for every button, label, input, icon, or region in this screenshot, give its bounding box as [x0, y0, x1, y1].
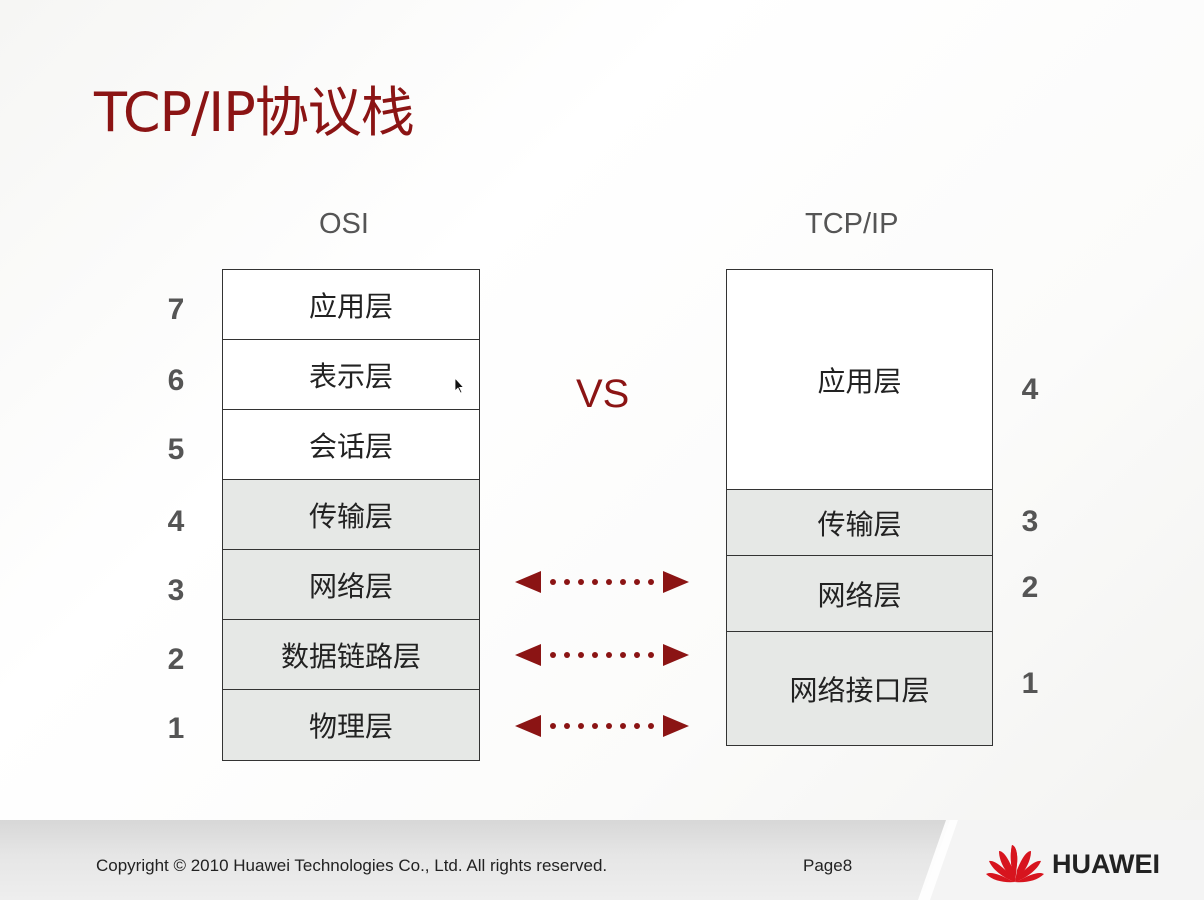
osi-header: OSI: [319, 208, 369, 240]
osi-layer-1: 物理层: [223, 690, 479, 760]
osi-num-1: 1: [167, 712, 185, 745]
osi-layer-5: 会话层: [223, 410, 479, 480]
footer-slant-decoration: [918, 820, 1204, 900]
osi-layer-6: 表示层: [223, 340, 479, 410]
osi-layer-7: 应用层: [223, 270, 479, 340]
osi-num-7: 7: [167, 293, 185, 326]
arrow-datalink-icon: [515, 644, 689, 666]
tcpip-num-2: 2: [1021, 571, 1039, 604]
osi-layer-4: 传输层: [223, 480, 479, 550]
huawei-logo-icon: [986, 845, 1044, 883]
tcpip-num-3: 3: [1021, 505, 1039, 538]
osi-num-4: 4: [167, 505, 185, 538]
osi-num-2: 2: [167, 643, 185, 676]
slide-background: [0, 0, 1204, 820]
arrow-network-icon: [515, 571, 689, 593]
osi-num-3: 3: [167, 574, 185, 607]
page-number: Page8: [803, 856, 853, 875]
osi-num-5: 5: [167, 433, 185, 466]
tcpip-layer-2: 网络层: [727, 556, 992, 632]
tcpip-num-1: 1: [1021, 667, 1039, 700]
osi-layer-2: 数据链路层: [223, 620, 479, 690]
tcpip-num-4: 4: [1021, 373, 1039, 406]
huawei-logo-text: HUAWEI: [1052, 849, 1160, 879]
osi-layer-3: 网络层: [223, 550, 479, 620]
osi-stack: 应用层 表示层 会话层 传输层 网络层 数据链路层 物理层: [222, 269, 480, 761]
tcpip-layer-1: 网络接口层: [727, 632, 992, 745]
arrow-physical-icon: [515, 715, 689, 737]
vs-label: VS: [576, 372, 630, 416]
osi-num-6: 6: [167, 364, 185, 397]
tcpip-header: TCP/IP: [805, 208, 899, 240]
copyright-text: Copyright © 2010 Huawei Technologies Co.…: [96, 856, 608, 875]
slide-title: TCP/IP协议栈: [94, 81, 415, 144]
tcpip-layer-3: 传输层: [727, 490, 992, 556]
tcpip-layer-4: 应用层: [727, 270, 992, 490]
mouse-cursor-icon: [455, 378, 465, 394]
tcpip-stack: 应用层 传输层 网络层 网络接口层: [726, 269, 993, 746]
